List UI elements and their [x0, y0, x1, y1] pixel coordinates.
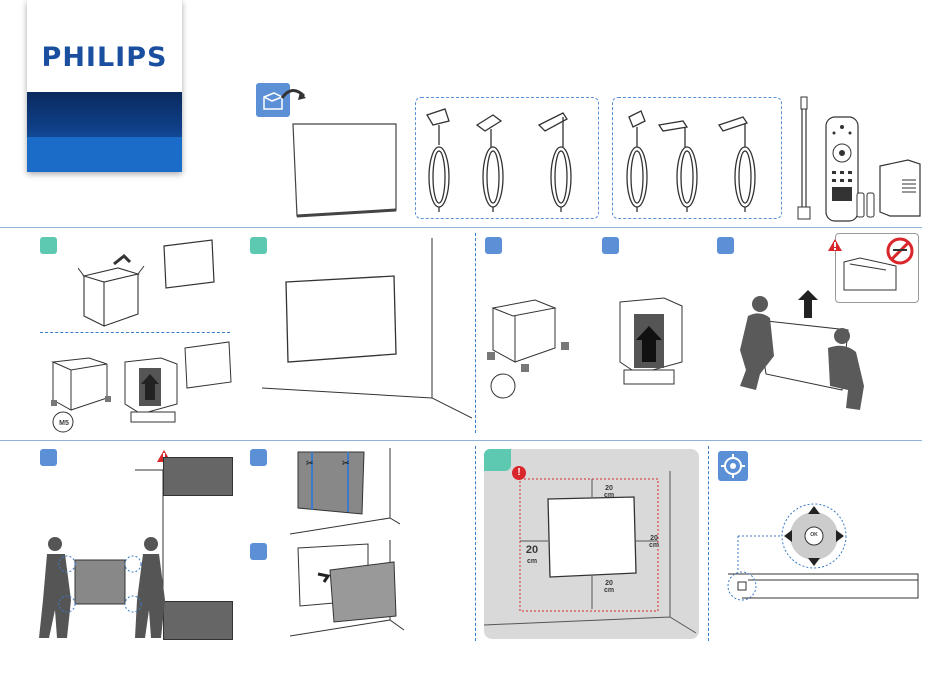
- brand-wordmark: PHILIPS: [27, 42, 182, 73]
- antenna-cable: [793, 95, 815, 223]
- step-marker: [717, 237, 734, 254]
- joystick-icon: [718, 451, 748, 481]
- cutter-icon: ✂: [306, 459, 314, 469]
- row-divider-1: [0, 227, 922, 228]
- tv-on-wall-illustration: [262, 238, 472, 436]
- step-marker: [250, 449, 267, 466]
- col-divider-2: [475, 446, 476, 641]
- tv-joystick-location-illustration: [718, 500, 923, 610]
- step-marker: [602, 237, 619, 254]
- cutter-icon: ✂: [342, 459, 350, 469]
- screw-label: M5: [56, 420, 72, 427]
- box-lift-illustration: [612, 290, 692, 400]
- step-marker: [250, 543, 267, 560]
- joystick-center-label: OK: [806, 532, 822, 538]
- arrow-icon: [280, 84, 308, 104]
- tv-panel: [288, 118, 400, 222]
- manual-booklet: [876, 158, 924, 220]
- remove-protective-film-illustration: [290, 540, 410, 640]
- col-divider-1: [475, 233, 476, 433]
- step-marker: [485, 237, 502, 254]
- sub-divider: [40, 332, 230, 333]
- box-open-illustration: [78, 238, 228, 328]
- power-cables: [415, 97, 795, 222]
- carry-tv-illustration: [35, 460, 185, 640]
- step-marker: [40, 237, 57, 254]
- batteries: [855, 190, 877, 220]
- philips-logo: PHILIPS: [27, 0, 182, 172]
- box-screws-illustration: [485, 290, 595, 400]
- row-divider-2: [0, 440, 922, 441]
- no-cutter-icon: [885, 236, 915, 266]
- clearance-diagram: [484, 449, 699, 639]
- col-divider-3: [708, 446, 709, 641]
- cut-straps-illustration: ✂ ✂: [290, 448, 400, 540]
- box-unpack-illustration: [45, 340, 235, 435]
- warning-icon: [828, 238, 842, 250]
- two-person-lift-illustration: [730, 290, 880, 420]
